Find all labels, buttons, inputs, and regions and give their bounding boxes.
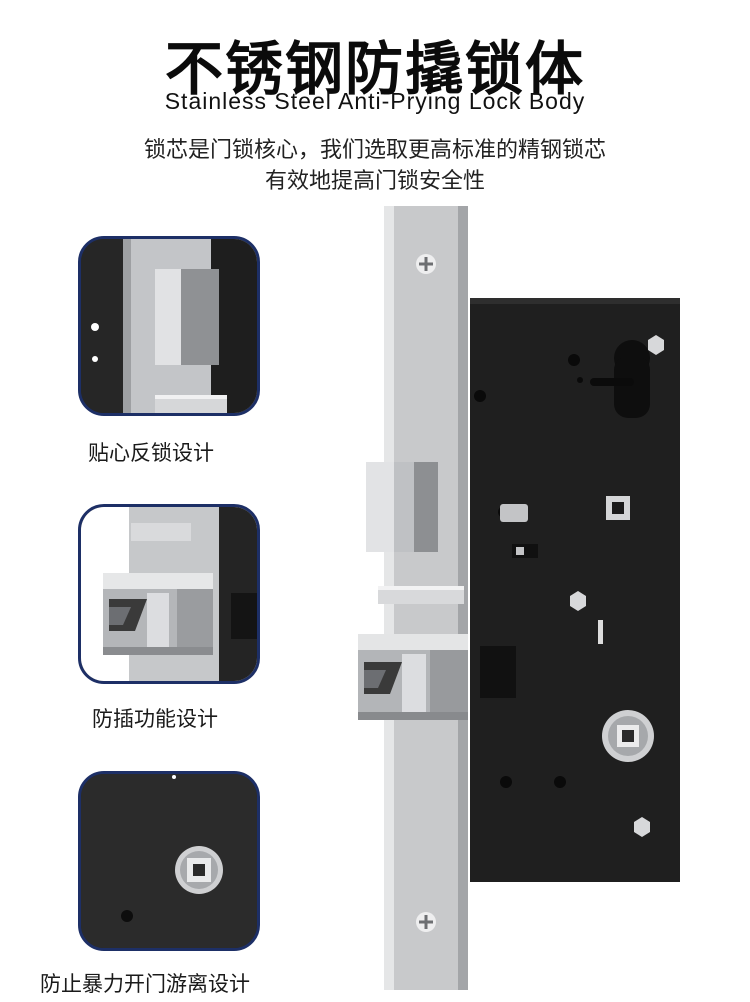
- deadlock-bolt-closeup-icon: [81, 239, 257, 413]
- feature-caption-deadlock: 贴心反锁设计: [88, 441, 214, 465]
- feature-detail-deadlock: [78, 236, 260, 416]
- feature-caption-anti-insert: 防插功能设计: [92, 707, 218, 731]
- hex-screw-icon: [634, 817, 650, 837]
- feature-detail-anti-insert: [78, 504, 260, 684]
- auxiliary-bolt: [378, 586, 464, 604]
- hex-screw-icon: [570, 591, 586, 611]
- mortise-lock-body-illustration: [358, 206, 680, 990]
- latch-bolt: [358, 634, 468, 650]
- hex-screw-icon: [648, 335, 664, 355]
- feature-detail-floating-spindle: [78, 771, 260, 951]
- description-line-2: 有效地提高门锁安全性: [264, 169, 485, 194]
- description-line-1: 锁芯是门锁核心，我们选取更高标准的精钢锁芯: [143, 138, 606, 163]
- anti-insert-latch-closeup-icon: [81, 507, 257, 681]
- page-title: 不锈钢防撬锁体: [164, 35, 585, 103]
- feature-caption-floating-spindle: 防止暴力开门游离设计: [40, 972, 250, 996]
- page-subtitle: Stainless Steel Anti-Prying Lock Body: [164, 88, 586, 114]
- floating-spindle-closeup-icon: [81, 774, 257, 948]
